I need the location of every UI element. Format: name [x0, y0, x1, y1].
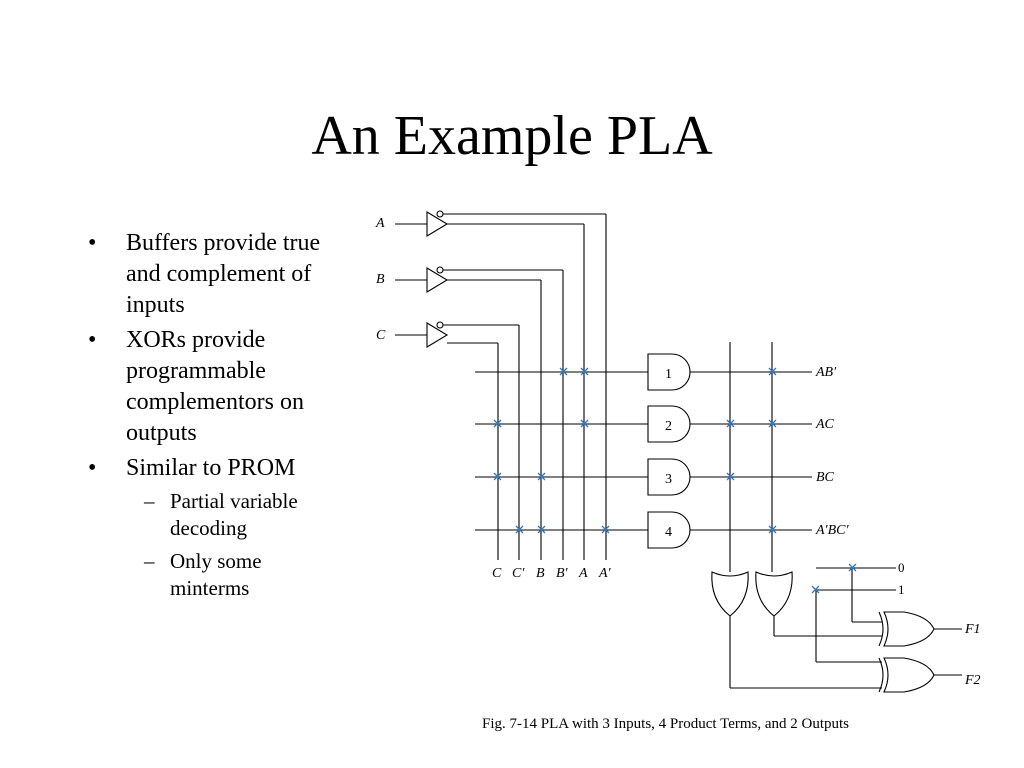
column-label-c-prime: C′: [512, 566, 525, 581]
column-label-a: A: [578, 566, 588, 581]
and-gate-4: 4: [647, 511, 691, 549]
xor-gate-f2: [878, 657, 962, 693]
and-gate-1: 1: [647, 353, 691, 391]
column-label-c: C: [492, 566, 502, 581]
bullet-prom: Similar to PROM: [86, 453, 346, 484]
and-gate-label-2: 2: [665, 419, 672, 434]
product-term-ac: AC: [815, 417, 835, 432]
control-label-1: 1: [898, 582, 905, 597]
or-gate-2: [755, 571, 793, 617]
input-label-b: B: [376, 272, 385, 287]
product-term-bc: BC: [816, 470, 835, 485]
or-gate-1: [711, 571, 749, 617]
and-gate-2: 2: [647, 405, 691, 443]
buffer-c: [395, 321, 520, 560]
bullet-xors: XORs provide programmable complementors …: [86, 325, 346, 449]
buffer-a: [395, 210, 607, 560]
column-label-a-prime: A′: [598, 566, 612, 581]
output-label-f2: F2: [964, 673, 981, 688]
bullet-list: Buffers provide true and complement of i…: [86, 228, 346, 608]
programmed-connections: [493, 367, 857, 594]
xor-gate-f1: [878, 611, 962, 647]
bullet-buffers: Buffers provide true and complement of i…: [86, 228, 346, 321]
input-label-c: C: [376, 328, 386, 343]
and-gate-3: 3: [647, 458, 691, 496]
slide-title: An Example PLA: [311, 105, 713, 167]
product-term-a-prime-b-c-prime: A′BC′: [815, 523, 850, 538]
column-label-b: B: [536, 566, 545, 581]
control-label-0: 0: [898, 560, 905, 575]
sub-bullet-partial-decoding: Partial variable decoding: [86, 488, 346, 542]
output-label-f1: F1: [964, 622, 981, 637]
column-label-b-prime: B′: [556, 566, 569, 581]
figure-caption: Fig. 7-14 PLA with 3 Inputs, 4 Product T…: [482, 716, 849, 732]
and-gate-label-1: 1: [665, 367, 672, 382]
product-term-ab-prime: AB′: [815, 365, 837, 380]
sub-bullet-some-minterms: Only some minterms: [86, 548, 346, 602]
input-label-a: A: [375, 216, 385, 231]
buffer-b: [395, 266, 564, 560]
and-gate-label-4: 4: [665, 525, 672, 540]
and-gate-label-3: 3: [665, 472, 672, 487]
